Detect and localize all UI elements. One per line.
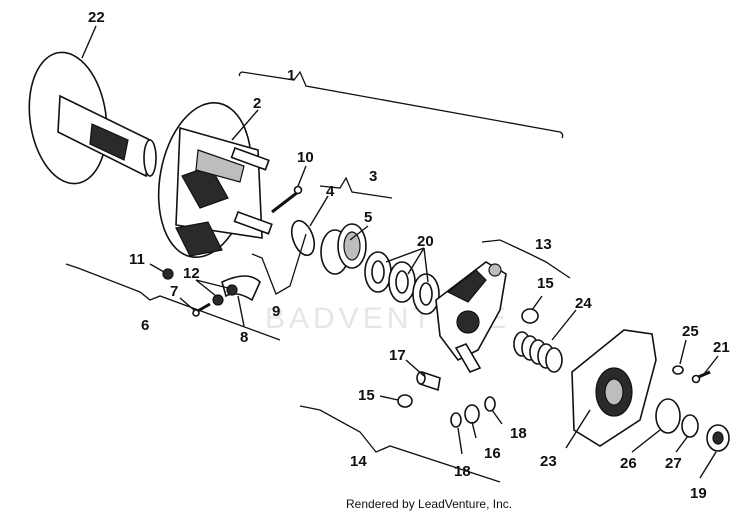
callout-14: 14 <box>350 453 367 470</box>
spring-part <box>513 331 563 373</box>
callout-15-lower: 15 <box>358 387 375 404</box>
callout-23: 23 <box>540 453 557 470</box>
leader-lines <box>81 25 719 479</box>
callout-22: 22 <box>88 9 105 26</box>
brace-6 <box>65 263 281 341</box>
cover-plate-part <box>571 329 657 447</box>
movable-sheave-part <box>157 101 273 259</box>
callout-labels: 22 1 2 10 3 4 5 20 13 11 12 7 9 6 8 15 2… <box>88 9 730 502</box>
callout-17: 17 <box>389 347 406 364</box>
callout-26: 26 <box>620 455 637 472</box>
spider-part <box>435 261 507 373</box>
callout-20: 20 <box>417 233 434 250</box>
callout-15-upper: 15 <box>537 275 554 292</box>
washer-small-part <box>212 294 224 306</box>
callout-11: 11 <box>129 251 145 268</box>
brace-3 <box>319 176 393 199</box>
brace-14 <box>299 405 501 483</box>
fixed-sheave-part <box>28 51 157 185</box>
callout-7: 7 <box>170 283 178 300</box>
pin-part <box>271 185 303 214</box>
callout-21: 21 <box>713 339 730 356</box>
callout-3: 3 <box>369 168 377 185</box>
shim-right-part <box>484 396 496 412</box>
end-washer-part <box>681 414 699 438</box>
bolt-part <box>192 302 211 317</box>
snap-ring-part <box>290 219 316 257</box>
render-credit: Rendered by LeadVenture, Inc. <box>346 497 512 511</box>
callout-18-left: 18 <box>454 463 471 480</box>
callout-13: 13 <box>535 236 552 253</box>
nut-part <box>162 268 174 280</box>
callout-4: 4 <box>326 183 335 200</box>
callout-5: 5 <box>364 209 372 226</box>
roller-pin-part <box>416 370 441 392</box>
callout-1: 1 <box>287 67 295 84</box>
brace-9 <box>251 233 307 295</box>
callout-16: 16 <box>484 445 501 462</box>
callout-27: 27 <box>665 455 682 472</box>
callout-9: 9 <box>272 303 280 320</box>
callout-8: 8 <box>240 329 248 346</box>
lock-washer-part <box>672 365 684 375</box>
end-bushing-part <box>655 398 681 434</box>
bushing-part <box>320 223 367 275</box>
callout-10: 10 <box>297 149 314 166</box>
thrust-washer-part <box>464 404 480 424</box>
callout-19: 19 <box>690 485 707 502</box>
end-cap-hole <box>712 431 724 445</box>
callout-18-right: 18 <box>510 425 527 442</box>
cap-screw-part <box>691 370 711 384</box>
button-upper-part <box>521 308 539 324</box>
callout-24: 24 <box>575 295 592 312</box>
callout-6: 6 <box>141 317 149 334</box>
brace-1 <box>238 70 564 139</box>
callout-12: 12 <box>183 265 200 282</box>
brace-13 <box>481 239 571 279</box>
button-lower-part <box>397 394 413 408</box>
callout-25: 25 <box>682 323 699 340</box>
roller-part <box>226 284 238 296</box>
shim-left-part <box>450 412 462 428</box>
callout-2: 2 <box>253 95 261 112</box>
